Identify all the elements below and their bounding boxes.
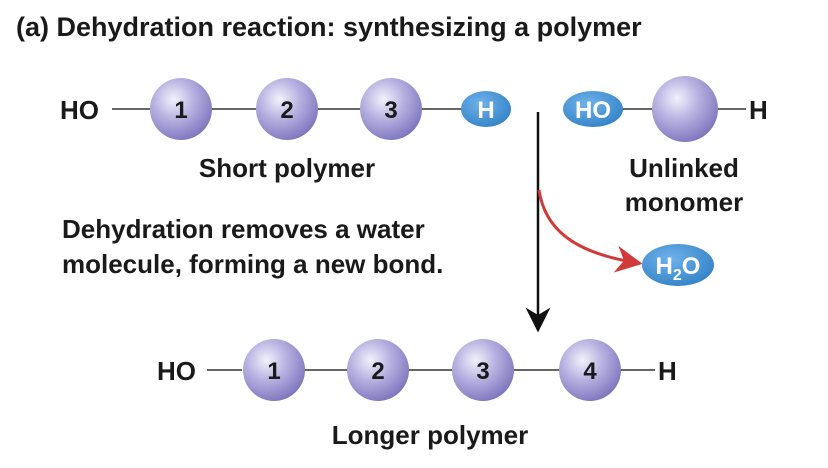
monomer-1-label: 1 — [267, 358, 280, 385]
hydrogen-group-label: H — [477, 97, 494, 124]
monomer-4 — [559, 339, 621, 401]
water-label: H2O — [656, 253, 701, 284]
water-oval — [642, 244, 714, 286]
unlinked-monomer-sphere — [652, 76, 718, 142]
monomer-1-label: 1 — [174, 97, 187, 124]
water-release-arrow — [537, 189, 643, 273]
short-polymer-caption: Short polymer — [199, 153, 375, 183]
longer-polymer-h-end: H — [658, 356, 677, 386]
monomer-3-label: 3 — [384, 97, 397, 124]
water-label-h: H — [656, 253, 673, 280]
diagram-title: (a) Dehydration reaction: synthesizing a… — [16, 12, 642, 42]
short-polymer-ho-end: HO — [60, 95, 99, 125]
water-label-subscript: 2 — [673, 267, 682, 284]
hydroxyl-group-label: HO — [575, 97, 611, 124]
monomer-3 — [452, 339, 514, 401]
water-label-o: O — [682, 253, 701, 280]
longer-polymer-caption: Longer polymer — [332, 420, 528, 450]
monomer-2-label: 2 — [371, 358, 384, 385]
monomer-3 — [360, 78, 422, 140]
longer-polymer: HO 1 2 3 4 H Longer polymer — [157, 339, 677, 450]
monomer-1 — [150, 78, 212, 140]
monomer-4-label: 4 — [583, 358, 597, 385]
unlinked-monomer-caption-line2: monomer — [625, 187, 743, 217]
monomer-1 — [243, 339, 305, 401]
explanation-line2: molecule, forming a new bond. — [62, 249, 443, 279]
monomer-2 — [256, 78, 318, 140]
unlinked-monomer-caption-line1: Unlinked — [629, 153, 739, 183]
unlinked-monomer: HO H Unlinked monomer — [563, 76, 768, 217]
unlinked-monomer-h-end: H — [749, 95, 768, 125]
explanation-line1: Dehydration removes a water — [62, 214, 425, 244]
hydrogen-group — [461, 91, 511, 127]
monomer-3-label: 3 — [476, 358, 489, 385]
monomer-2 — [347, 339, 409, 401]
short-polymer: HO 1 2 3 H Short polymer — [60, 78, 511, 183]
monomer-2-label: 2 — [280, 97, 293, 124]
hydroxyl-group — [563, 91, 623, 127]
water-molecule: H2O — [642, 244, 714, 286]
longer-polymer-ho-end: HO — [157, 356, 196, 386]
